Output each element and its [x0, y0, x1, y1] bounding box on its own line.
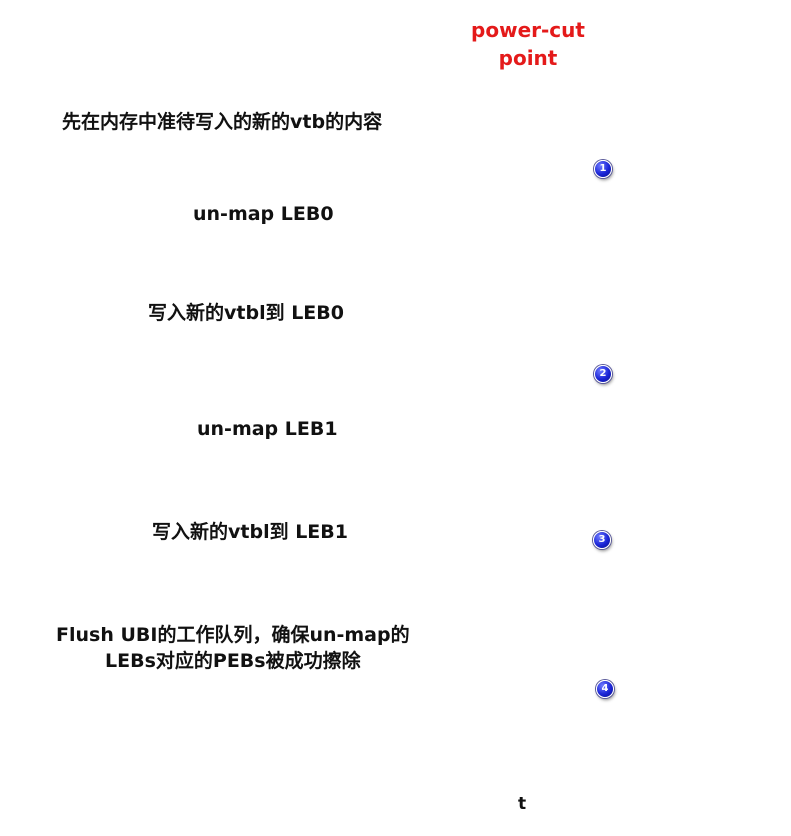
- step-badge-4: 4: [596, 680, 614, 698]
- step-badge-1: 1: [594, 160, 612, 178]
- step-flush-queue: Flush UBI的工作队列，确保un-map的 LEBs对应的PEBs被成功擦…: [56, 622, 410, 674]
- step-write-leb0: 写入新的vtbl到 LEB0: [148, 302, 344, 324]
- power-cut-label-line1: power-cut: [471, 18, 585, 42]
- power-cut-label-line2: point: [498, 46, 558, 70]
- step-flush-queue-line1: Flush UBI的工作队列，确保un-map的: [56, 624, 410, 646]
- step-unmap-leb0: un-map LEB0: [193, 203, 334, 225]
- step-unmap-leb1: un-map LEB1: [197, 418, 338, 440]
- step-prepare-vtbl: 先在内存中准待写入的新的vtb的内容: [62, 111, 383, 133]
- power-cut-label: power-cut point: [458, 16, 598, 72]
- step-badge-3: 3: [593, 531, 611, 549]
- step-flush-queue-line2: LEBs对应的PEBs被成功擦除: [105, 650, 361, 672]
- step-badge-2: 2: [594, 365, 612, 383]
- time-axis-label: t: [518, 794, 527, 814]
- step-write-leb1: 写入新的vtbl到 LEB1: [152, 521, 348, 543]
